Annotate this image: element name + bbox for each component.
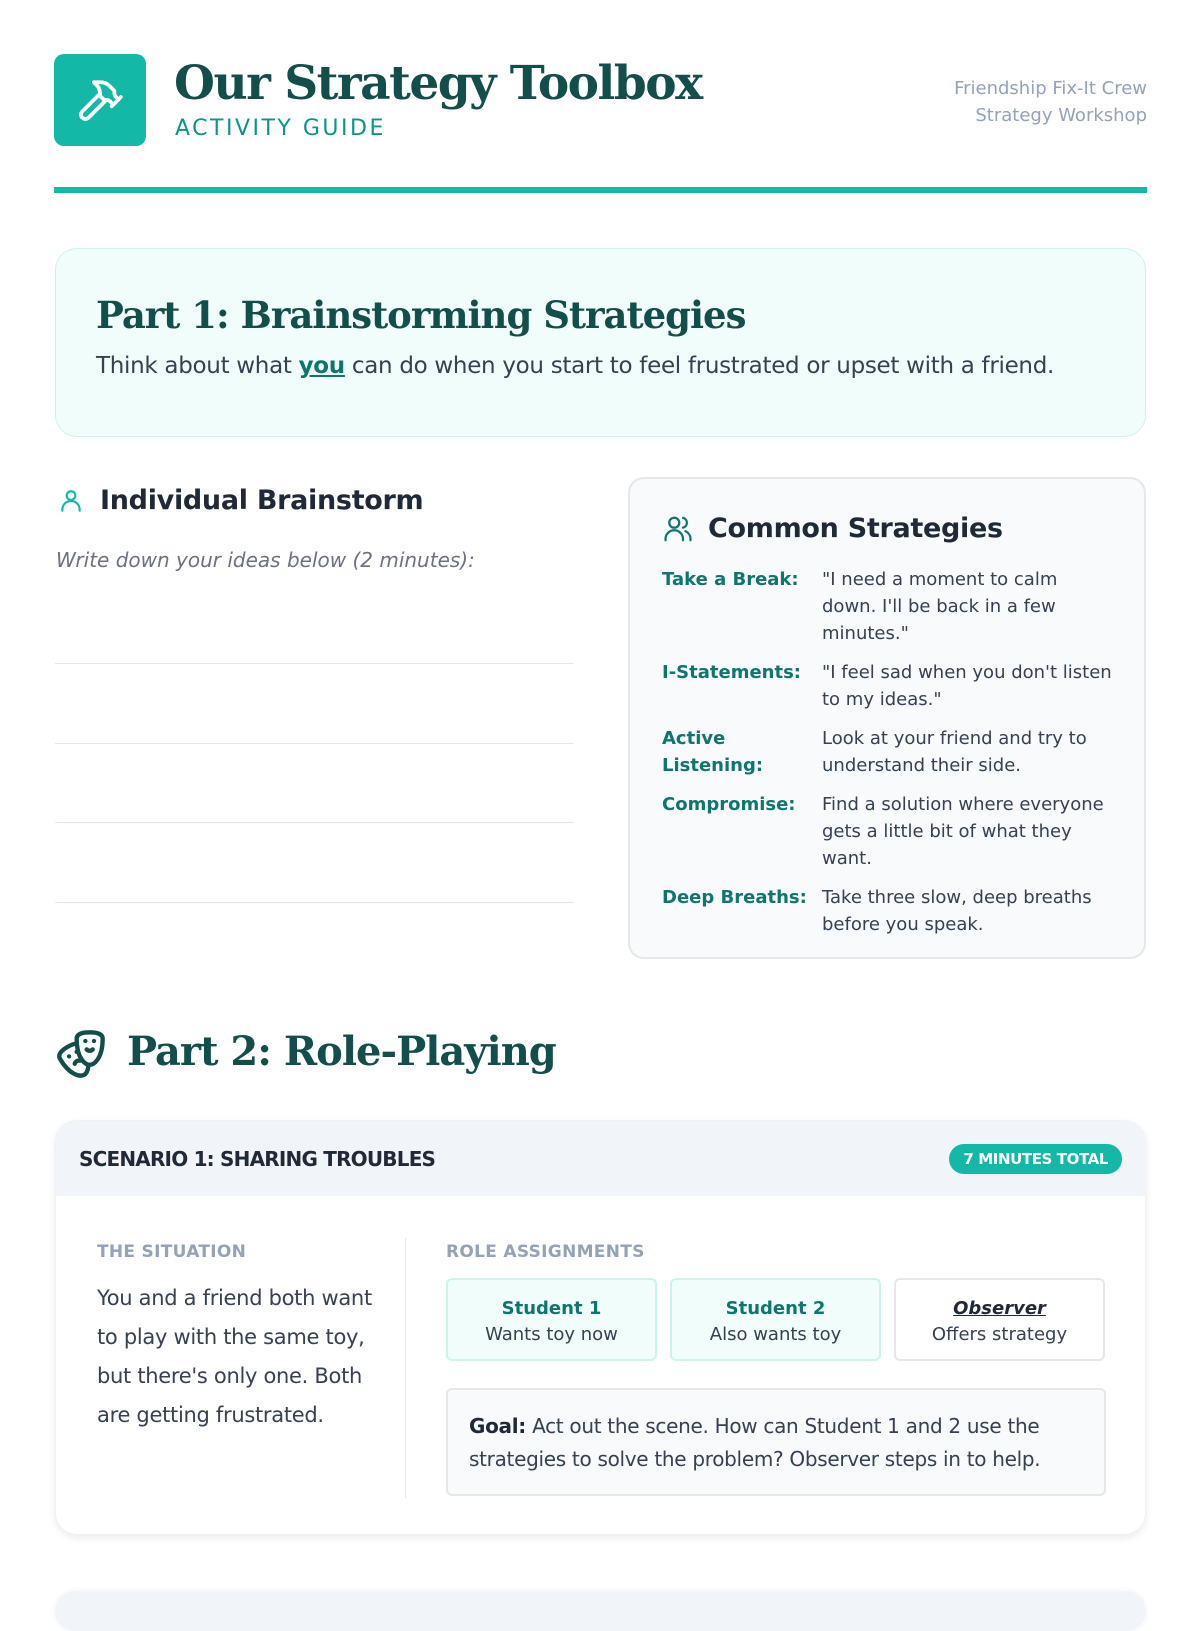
user-icon bbox=[61, 489, 81, 512]
scenario-goal: Goal: Act out the scene. How can Student… bbox=[446, 1388, 1106, 1496]
column-divider bbox=[405, 1238, 406, 1498]
theater-masks-icon bbox=[57, 1030, 105, 1078]
writing-line[interactable] bbox=[55, 902, 574, 903]
logo bbox=[54, 54, 146, 146]
strategies-title: Common Strategies bbox=[708, 513, 1003, 544]
roles-label: ROLE ASSIGNMENTS bbox=[446, 1242, 645, 1262]
writing-line[interactable] bbox=[55, 663, 574, 664]
strategy-item: Active Listening:Look at your friend and… bbox=[662, 728, 1087, 776]
scenario-header: SCENARIO 1: SHARING TROUBLES 7 MINUTES T… bbox=[56, 1121, 1145, 1196]
brainstorm-title: Individual Brainstorm bbox=[100, 485, 424, 516]
strategy-item: Compromise:Find a solution where everyon… bbox=[662, 794, 1104, 869]
meta-crew: Friendship Fix-It Crew bbox=[954, 78, 1147, 99]
writing-line[interactable] bbox=[55, 822, 574, 823]
users-icon bbox=[664, 516, 692, 541]
part1-intro: Part 1: Brainstorming Strategies Think a… bbox=[55, 248, 1146, 437]
brainstorm-instruction: Write down your ideas below (2 minutes): bbox=[56, 548, 475, 572]
common-strategies-panel: Common Strategies Take a Break:"I need a… bbox=[628, 477, 1146, 959]
strategy-item: Deep Breaths:Take three slow, deep breat… bbox=[662, 887, 1092, 935]
time-badge: 7 MINUTES TOTAL bbox=[949, 1143, 1122, 1174]
brainstorm-header: Individual Brainstorm bbox=[58, 485, 424, 516]
header-meta: Friendship Fix-It Crew Strategy Workshop bbox=[954, 75, 1147, 129]
strategy-item: Take a Break:"I need a moment to calm do… bbox=[662, 569, 1058, 644]
part1-title: Part 1: Brainstorming Strategies bbox=[96, 293, 746, 337]
strategies-header: Common Strategies bbox=[662, 513, 1112, 544]
situation-label: THE SITUATION bbox=[97, 1242, 247, 1262]
page-subtitle: ACTIVITY GUIDE bbox=[175, 116, 386, 141]
meta-workshop: Strategy Workshop bbox=[975, 105, 1147, 126]
part2-title: Part 2: Role-Playing bbox=[127, 1028, 557, 1075]
scenario-title: SCENARIO 1: SHARING TROUBLES bbox=[79, 1146, 436, 1171]
strategy-item: I-Statements:"I feel sad when you don't … bbox=[662, 662, 1112, 710]
situation-text: You and a friend both want to play with … bbox=[97, 1286, 372, 1427]
part1-intro-text: Think about what you can do when you sta… bbox=[96, 353, 1055, 379]
header-divider bbox=[54, 187, 1147, 193]
page-title: Our Strategy Toolbox bbox=[174, 56, 703, 111]
writing-line[interactable] bbox=[55, 743, 574, 744]
hammer-icon bbox=[79, 80, 123, 121]
next-scenario-card bbox=[55, 1591, 1146, 1631]
